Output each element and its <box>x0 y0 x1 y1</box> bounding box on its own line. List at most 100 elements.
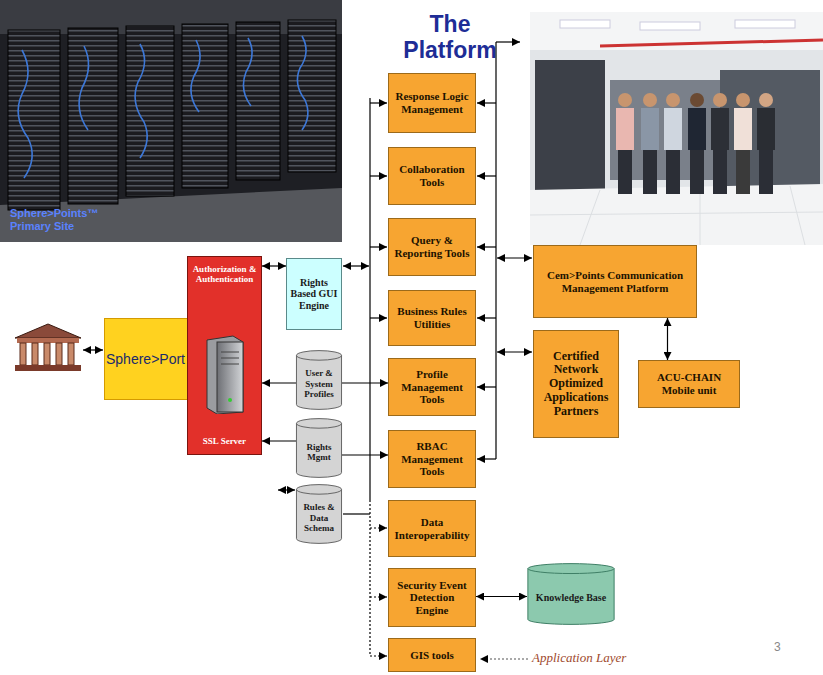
database-cylinder: Knowledge Base <box>527 563 615 625</box>
server-photo-part <box>182 24 228 188</box>
bus-lines-part <box>477 246 496 247</box>
connector-arrow <box>667 318 668 360</box>
server-photo-part <box>79 46 88 130</box>
bus-lines-part <box>370 175 387 176</box>
team-photo-part-part <box>664 108 682 150</box>
process-box: Profile Management Tools <box>388 358 476 416</box>
cylinder-body <box>296 419 341 478</box>
team-photo-part-part <box>643 93 657 107</box>
server-photo-part <box>126 26 174 196</box>
bus-lines-part <box>369 500 370 656</box>
box-label: Security Event Detection Engine <box>392 579 472 617</box>
page-number: 3 <box>774 640 794 654</box>
connector-arrow <box>262 382 296 383</box>
box-label: ACU-CHAIN Mobile unit <box>642 371 736 396</box>
building-icon <box>15 324 81 371</box>
team-photo-part-part <box>618 93 632 107</box>
team-photo-part <box>616 93 775 194</box>
bus-lines-part <box>477 458 496 459</box>
team-photo-part-part <box>666 93 680 107</box>
team-photo-part-part <box>688 108 706 150</box>
server-icon-part <box>217 342 243 412</box>
portal-box: Sphere>Port <box>104 318 190 400</box>
team-photo-part-part <box>690 150 704 194</box>
team-photo-part <box>580 190 600 245</box>
server-photo-part <box>191 40 200 112</box>
bus-lines-part <box>497 351 532 352</box>
server-photo-part <box>243 38 252 106</box>
engine-box: Rights Based GUI Engine <box>286 258 342 330</box>
box-label: Response Logic Management <box>392 90 472 115</box>
bus-lines-part <box>477 386 496 387</box>
team-photo-part <box>530 12 823 50</box>
server-photo-part <box>8 30 60 210</box>
box-label: Knowledge Base <box>536 592 606 604</box>
process-box: Query & Reporting Tools <box>388 218 476 276</box>
database-cylinder: Rights Mgmt <box>296 418 342 478</box>
server-photo-part <box>18 50 32 178</box>
database-cylinder: Rules & Data Schema <box>296 484 342 544</box>
team-photo-part-part <box>618 150 632 194</box>
team-photo-part <box>790 186 805 245</box>
building-icon-part <box>56 343 62 365</box>
team-photo-part <box>560 20 610 28</box>
cylinder-rim <box>296 489 341 494</box>
team-photo-part-part <box>734 108 752 150</box>
team-photo-part-part <box>759 93 773 107</box>
bus-lines-part <box>343 265 369 266</box>
bus-lines-part <box>497 257 532 258</box>
bus-lines-part <box>477 102 496 103</box>
box-label: Certified Network Optimized Applications… <box>537 350 615 419</box>
box-label: Authorization & Authentication <box>190 264 259 285</box>
team-photo-part-part <box>736 150 750 194</box>
box-label: User & System Profiles <box>297 368 341 399</box>
team-photo-part <box>530 12 823 245</box>
building-icon-part <box>32 343 38 365</box>
server-icon-part <box>221 364 239 365</box>
connector-arrow <box>342 382 388 383</box>
bus-lines <box>83 42 532 659</box>
team-photo-part <box>735 20 795 28</box>
bus-lines-part <box>477 317 496 318</box>
box-label: Query & Reporting Tools <box>392 234 472 259</box>
team-photo-part <box>535 60 605 195</box>
team-photo-part <box>700 188 701 245</box>
team-photo-part-part <box>757 108 775 150</box>
box-label: Sphere>Port <box>106 351 185 367</box>
cylinder-body <box>296 485 341 544</box>
box-label: Rules & Data Schema <box>297 502 341 533</box>
bus-lines-part <box>369 98 370 500</box>
bus-lines-part <box>370 596 387 597</box>
server-icon-part <box>221 358 239 359</box>
bus-lines-part <box>495 42 496 459</box>
server-photo-part <box>135 44 147 158</box>
building-icon-part <box>20 343 26 365</box>
box-label: Cem>Points Communication Management Plat… <box>544 269 686 294</box>
server-icon <box>203 334 245 414</box>
building-icon-part <box>15 324 81 338</box>
bus-lines-part <box>480 658 528 659</box>
team-photo <box>530 12 823 245</box>
box-label: Collaboration Tools <box>392 163 472 188</box>
bus-lines-part <box>370 655 387 656</box>
box-label: RBAC Management Tools <box>392 440 472 478</box>
connector-arrow <box>476 596 527 597</box>
process-box: Collaboration Tools <box>388 147 476 205</box>
team-photo-part-part <box>666 150 680 194</box>
building-icon-part <box>15 365 81 371</box>
process-box: GIS tools <box>388 638 476 672</box>
team-photo-part-part <box>690 93 704 107</box>
building-icon-part <box>44 343 50 365</box>
box-label: GIS tools <box>410 649 454 662</box>
bus-lines-part <box>496 41 520 42</box>
server-icon-part <box>221 352 239 353</box>
bus-lines-part <box>477 175 496 176</box>
server-photo-part <box>236 22 280 180</box>
bus-lines-part <box>278 489 295 490</box>
server-icon-part <box>207 336 243 414</box>
cylinder-rim <box>296 355 341 360</box>
team-photo-part-part <box>759 150 773 194</box>
bus-lines-part <box>370 527 387 528</box>
